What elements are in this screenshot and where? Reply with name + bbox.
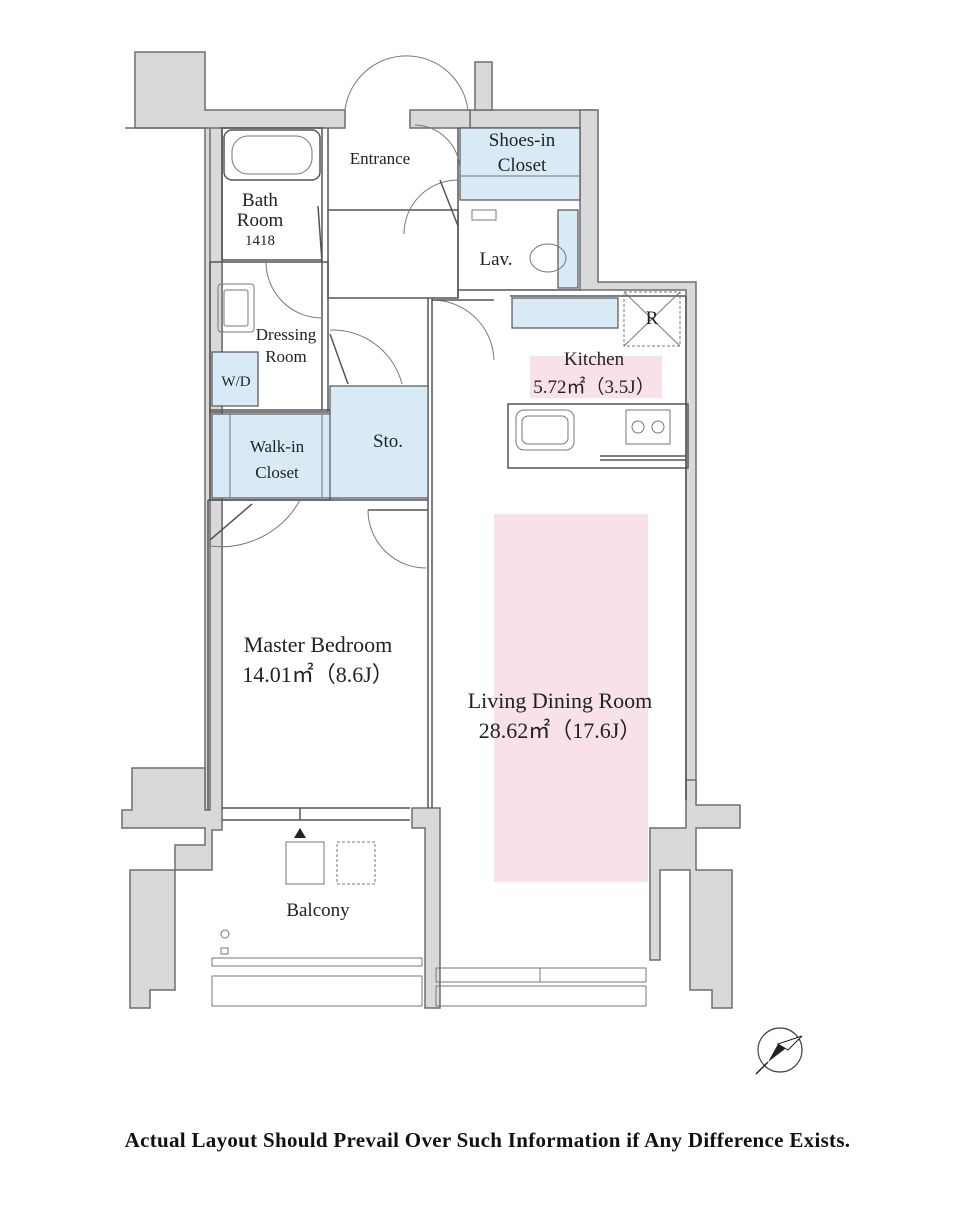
dressing-label-1: Dressing <box>256 325 317 344</box>
bathtub-icon <box>223 129 321 181</box>
walls <box>121 51 741 1009</box>
disclaimer-text: Actual Layout Should Prevail Over Such I… <box>124 1128 851 1152</box>
kitchen-highlight <box>530 356 662 398</box>
shoes-closet-label-1: Shoes-in <box>489 130 556 151</box>
storage-areas <box>211 127 619 499</box>
room-labels: Entrance Shoes-in Closet Bath Room 1418 … <box>221 130 658 921</box>
fridge-label: R <box>646 308 659 329</box>
wd-label: W/D <box>221 374 250 390</box>
living-room-area: 28.62㎡（17.6J） <box>479 718 642 743</box>
master-bedroom-area: 14.01㎡（8.6J） <box>242 662 394 687</box>
doors <box>209 55 495 569</box>
stove-icon <box>625 409 671 445</box>
sink-icon <box>515 409 575 451</box>
walkin-label-1: Walk-in <box>250 437 305 456</box>
shoes-closet <box>459 127 581 201</box>
bath-size-label: 1418 <box>245 233 275 249</box>
windows <box>211 957 647 1007</box>
toilet-icon <box>471 209 567 273</box>
balcony-label: Balcony <box>286 900 350 921</box>
lav-cabinet <box>557 209 579 289</box>
fridge-icon <box>623 291 681 347</box>
living-room-name: Living Dining Room <box>468 688 653 713</box>
living-highlight <box>494 514 648 882</box>
wd-area <box>211 351 259 407</box>
walkin-label-2: Closet <box>255 463 299 482</box>
bath-label-2: Room <box>237 210 284 231</box>
master-bedroom-name: Master Bedroom <box>244 632 392 657</box>
walkin-closet <box>211 413 343 499</box>
entrance-label: Entrance <box>350 149 410 168</box>
storage-label: Sto. <box>373 431 403 452</box>
lav-label: Lav. <box>479 249 512 270</box>
storage-room <box>329 385 429 499</box>
dressing-label-2: Room <box>265 347 307 366</box>
kitchen-area: 5.72㎡（3.5J） <box>533 375 654 398</box>
kitchen-counter-storage <box>511 297 619 329</box>
north-compass-icon <box>755 1027 803 1075</box>
washer-icon <box>217 283 255 333</box>
shoes-closet-label-2: Closet <box>498 155 547 176</box>
kitchen-name: Kitchen <box>564 349 625 370</box>
balcony-units <box>220 828 376 955</box>
bath-label-1: Bath <box>242 190 278 211</box>
